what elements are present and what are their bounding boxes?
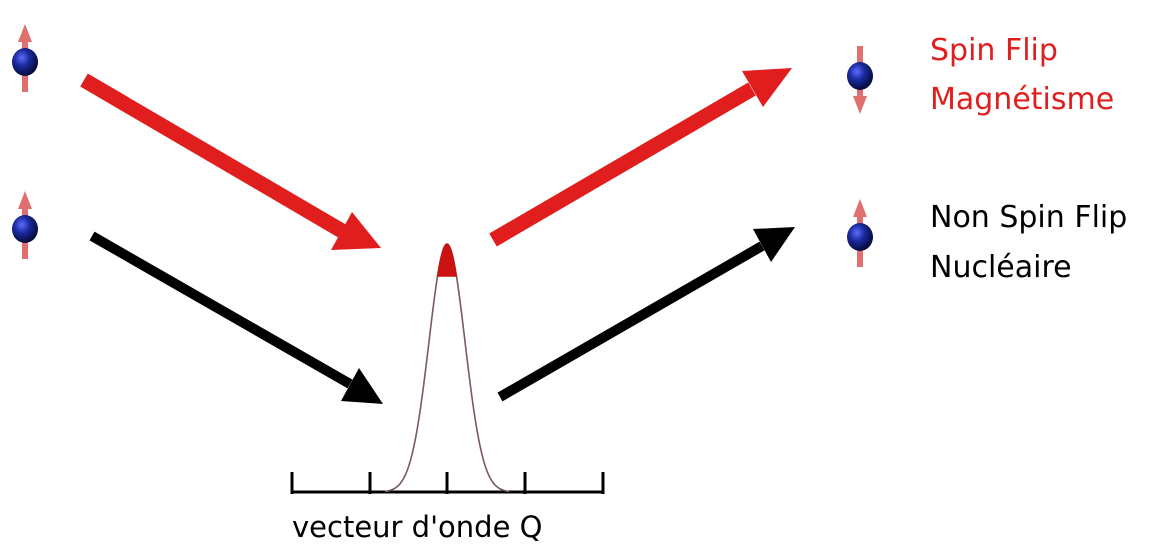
spin-flip-title: Spin Flip [930, 33, 1058, 68]
atom-icon [12, 215, 38, 243]
spin-up-arrow-icon [853, 199, 867, 217]
outgoing-non-spin-flip-arrow [497, 227, 795, 402]
atom-icon [847, 62, 873, 90]
incoming-neutron-top [12, 24, 38, 92]
spin-up-arrow-icon [18, 24, 32, 42]
axis-label: vecteur d'onde Q [292, 510, 543, 544]
outgoing-spin-flip-arrow [489, 68, 792, 247]
incoming-non-spin-flip-arrow [89, 231, 383, 404]
q-axis [290, 472, 605, 494]
incoming-neutron-bottom [12, 191, 38, 259]
bragg-peak [384, 243, 510, 493]
non-spin-flip-subtitle: Nucléaire [930, 250, 1072, 285]
spin-up-arrow-icon [18, 191, 32, 209]
incoming-spin-flip-arrow [80, 73, 381, 250]
outgoing-neutron-spin-flip [847, 46, 873, 114]
atom-icon [12, 48, 38, 76]
spin-flip-subtitle: Magnétisme [930, 82, 1115, 117]
outgoing-neutron-non-spin-flip [847, 199, 873, 267]
non-spin-flip-title: Non Spin Flip [930, 200, 1128, 235]
spin-down-arrow-icon [853, 96, 867, 114]
atom-icon [847, 223, 873, 251]
